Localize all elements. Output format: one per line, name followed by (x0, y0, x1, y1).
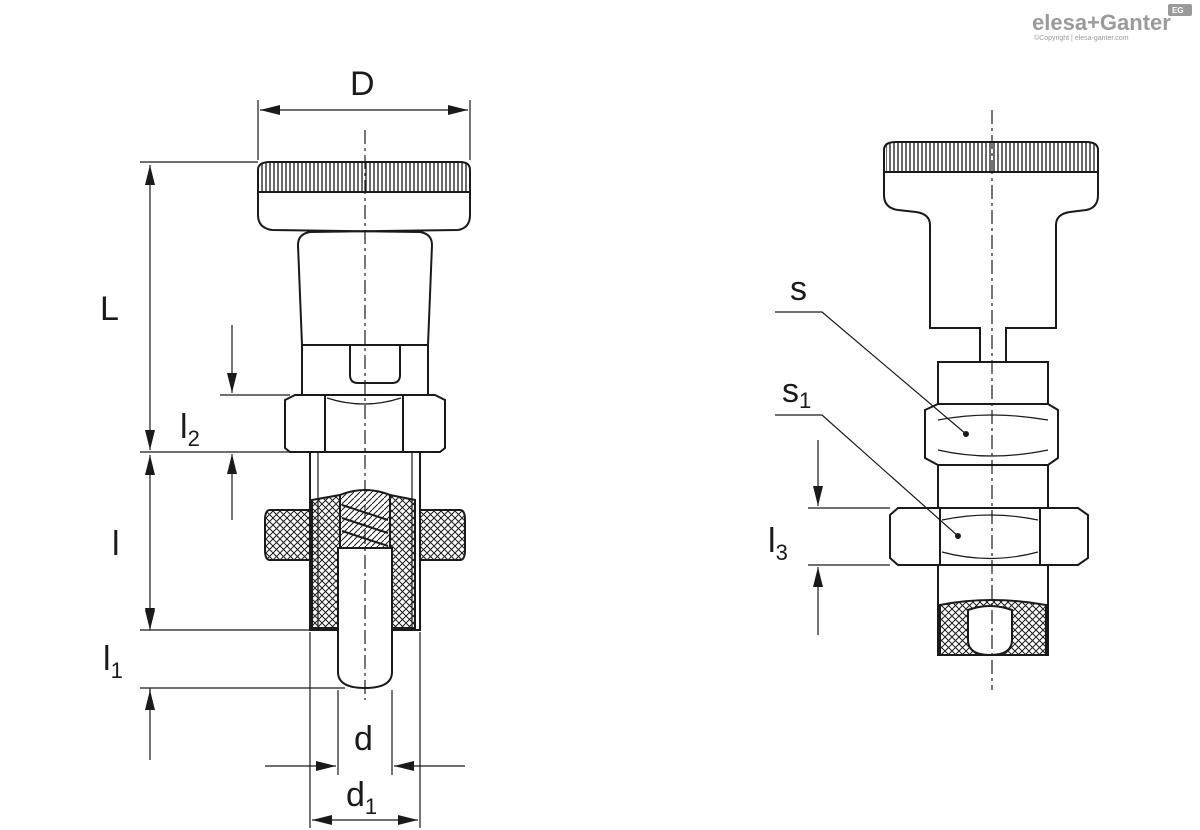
side-sectioned-end (939, 599, 1047, 657)
dimension-L: L (100, 161, 290, 453)
logo-copyright: ©Copyright | elesa-ganter.com (1034, 34, 1129, 42)
brand-logo: elesa+Ganter EG ©Copyright | elesa-gante… (1032, 4, 1192, 42)
label-s: s (790, 270, 807, 308)
dimension-d: d (265, 690, 465, 775)
front-view: D L l l1 l2 (100, 65, 471, 828)
dimension-l3: l3 (768, 440, 890, 635)
side-hex-nut (889, 507, 1089, 566)
label-l: l (112, 525, 120, 563)
side-hex-body (924, 361, 1059, 466)
dimension-D: D (257, 65, 471, 160)
label-l2: l2 (180, 408, 200, 451)
label-L: L (100, 290, 119, 328)
side-knurled-knob (883, 141, 1099, 363)
dimension-d1: d1 (309, 632, 421, 828)
label-l3: l3 (768, 522, 788, 565)
label-d1: d1 (346, 776, 377, 819)
logo-text: elesa+Ganter (1032, 10, 1171, 35)
dimension-l1: l1 (103, 610, 345, 760)
leader-s: s (775, 270, 967, 435)
label-s1: s1 (782, 372, 811, 413)
side-view: s s1 l3 (768, 110, 1099, 690)
label-D: D (350, 65, 375, 103)
leader-s1: s1 (775, 372, 959, 537)
dimension-l: l (112, 455, 312, 631)
pin-stem (301, 344, 429, 396)
logo-badge: EG (1172, 6, 1184, 15)
dimension-l2: l2 (180, 325, 290, 520)
knurled-knob (257, 161, 471, 346)
label-d: d (354, 720, 373, 758)
label-l1: l1 (103, 640, 123, 683)
